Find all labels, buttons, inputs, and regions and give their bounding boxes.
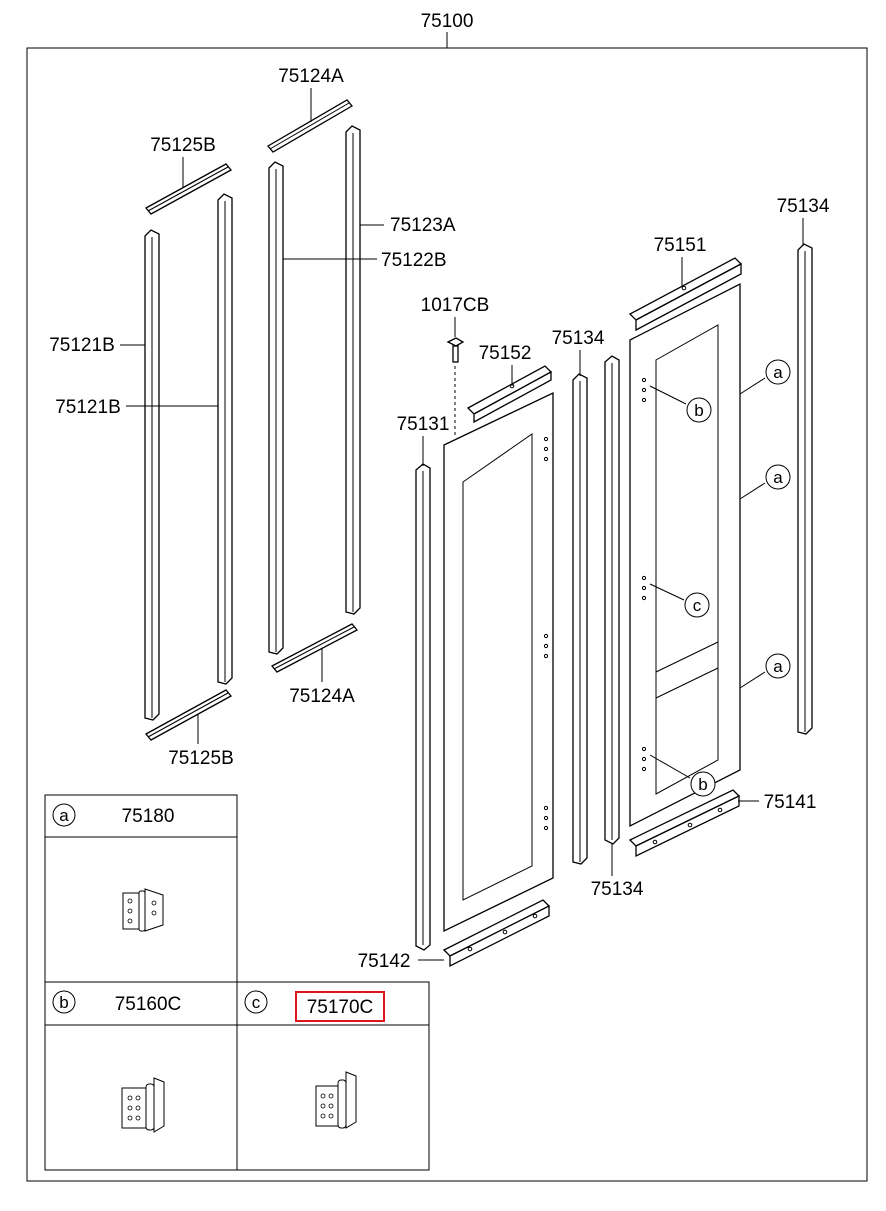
door-panel-middle[interactable] — [443, 391, 554, 933]
legend-letter-a: a — [59, 806, 69, 825]
part-75125B-top[interactable] — [144, 163, 233, 215]
callout-b-1[interactable]: b — [649, 385, 712, 423]
legend-table — [44, 794, 430, 1171]
svg-text:c: c — [693, 596, 702, 615]
label-75125B-top[interactable]: 75125B — [150, 135, 216, 156]
legend-letter-b: b — [59, 993, 68, 1012]
label-75124A-bottom[interactable]: 75124A — [289, 686, 355, 707]
part-75152[interactable] — [466, 365, 553, 424]
part-1017CB-screw[interactable] — [446, 337, 465, 363]
hinge-icon — [122, 888, 164, 932]
label-75121B-b[interactable]: 75121B — [55, 397, 121, 418]
part-75124A-bottom[interactable] — [270, 623, 359, 673]
legend-part-75170C[interactable]: 75170C — [307, 997, 374, 1018]
part-75125B-bottom[interactable] — [144, 689, 233, 741]
door-panel-right[interactable] — [629, 282, 741, 828]
svg-text:b: b — [698, 775, 707, 794]
part-75134-mid[interactable] — [572, 373, 588, 865]
part-75121B-inner[interactable] — [217, 193, 233, 685]
part-75142[interactable] — [442, 899, 551, 968]
legend-cell-a[interactable]: a 75180 — [52, 803, 175, 932]
legend-part-75180[interactable]: 75180 — [122, 806, 175, 827]
label-75141[interactable]: 75141 — [764, 792, 817, 813]
callout-c-1[interactable]: c — [649, 583, 710, 618]
label-75124A-top[interactable]: 75124A — [278, 66, 344, 87]
label-1017CB[interactable]: 1017CB — [421, 295, 490, 316]
label-75134-bottom[interactable]: 75134 — [591, 879, 644, 900]
svg-text:a: a — [773, 657, 783, 676]
part-75124A-top[interactable] — [267, 99, 353, 153]
label-75152[interactable]: 75152 — [479, 343, 532, 364]
diagram-frame — [26, 47, 868, 1182]
label-75151[interactable]: 75151 — [654, 235, 707, 256]
part-75141[interactable] — [628, 789, 741, 858]
callout-a-3[interactable]: a — [739, 653, 791, 689]
label-75125B-bottom[interactable]: 75125B — [168, 748, 234, 769]
part-75151[interactable] — [628, 257, 743, 332]
label-75142[interactable]: 75142 — [358, 951, 411, 972]
svg-text:a: a — [773, 468, 783, 487]
hinge-icon — [315, 1071, 357, 1129]
part-75123A[interactable] — [345, 125, 361, 615]
legend-cell-b[interactable]: b 75160C — [52, 990, 182, 1133]
label-75122B[interactable]: 75122B — [381, 250, 447, 271]
callout-a-1[interactable]: a — [739, 359, 791, 395]
part-75131[interactable] — [415, 463, 431, 951]
svg-text:b: b — [694, 401, 703, 420]
part-75134-bottom[interactable] — [604, 355, 620, 845]
part-75121B-outer[interactable] — [144, 229, 160, 721]
assembly-number[interactable]: 75100 — [421, 11, 474, 32]
svg-text:a: a — [773, 363, 783, 382]
label-75131[interactable]: 75131 — [397, 414, 450, 435]
label-75134-mid[interactable]: 75134 — [552, 328, 605, 349]
highlight-box — [295, 991, 385, 1022]
part-75134-right[interactable] — [797, 243, 813, 735]
legend-cell-c[interactable]: c 75170C — [244, 990, 385, 1129]
part-75122B[interactable] — [268, 161, 284, 655]
legend-letter-c: c — [252, 993, 261, 1012]
hinge-icon — [121, 1077, 165, 1133]
label-75123A[interactable]: 75123A — [390, 215, 456, 236]
callout-b-2[interactable]: b — [649, 754, 716, 797]
callout-a-2[interactable]: a — [739, 464, 791, 500]
label-75121B-a[interactable]: 75121B — [49, 335, 115, 356]
label-75134-right[interactable]: 75134 — [777, 196, 830, 217]
legend-part-75160C[interactable]: 75160C — [115, 994, 182, 1015]
